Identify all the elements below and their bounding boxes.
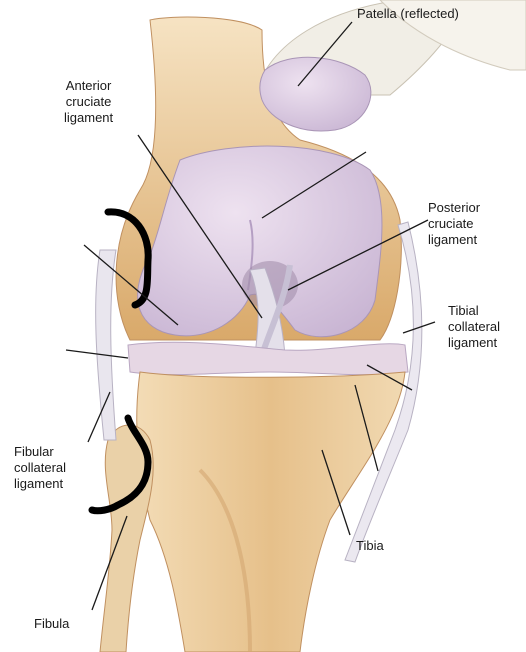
label-acl-line-1: Anterior <box>64 78 113 94</box>
label-acl-line-3: ligament <box>64 110 113 126</box>
label-pcl-line-1: Posterior <box>428 200 480 216</box>
label-pcl-line-3: ligament <box>428 232 480 248</box>
label-posterior-cruciate-ligament: Posterior cruciate ligament <box>428 200 480 248</box>
label-fcl-line-1: Fibular <box>14 444 66 460</box>
label-anterior-cruciate-ligament: Anterior cruciate ligament <box>64 78 113 126</box>
label-fcl-line-2: collateral <box>14 460 66 476</box>
label-tibial-collateral-ligament: Tibial collateral ligament <box>448 303 500 351</box>
label-tcl-line-3: ligament <box>448 335 500 351</box>
label-fibula: Fibula <box>34 616 69 632</box>
label-acl-line-2: cruciate <box>64 94 113 110</box>
label-tibia: Tibia <box>356 538 384 554</box>
label-pcl-line-2: cruciate <box>428 216 480 232</box>
label-fcl-line-3: ligament <box>14 476 66 492</box>
label-fibular-collateral-ligament: Fibular collateral ligament <box>14 444 66 492</box>
label-tcl-line-2: collateral <box>448 319 500 335</box>
fibular-collateral-ligament <box>96 250 116 440</box>
label-tcl-line-1: Tibial <box>448 303 500 319</box>
label-patella: Patella (reflected) <box>357 6 459 22</box>
